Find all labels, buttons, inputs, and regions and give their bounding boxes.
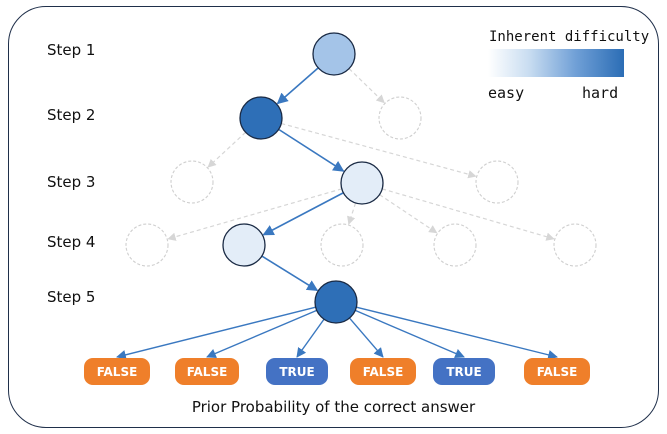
inactive-node-s3c <box>475 160 519 204</box>
inactive-edge-s1-s2b <box>348 68 385 104</box>
active-node-s1 <box>312 32 356 76</box>
inactive-node-s2b <box>378 96 422 140</box>
answer-edge-2 <box>206 309 318 359</box>
legend-hard-label: hard <box>582 84 619 102</box>
step-label-2: Step 2 <box>47 106 96 124</box>
answer-edge-6 <box>356 306 558 360</box>
active-node-s4b <box>222 223 266 267</box>
inactive-edge-s3b-s4e <box>381 188 555 241</box>
answer-badge-3: TRUE <box>266 358 328 385</box>
inactive-edge-s2a-s3a <box>207 131 247 168</box>
step-label-3: Step 3 <box>47 173 96 191</box>
answer-badge-4: FALSE <box>350 358 416 385</box>
inactive-node-s4e <box>553 223 597 267</box>
active-edge-s1-s2a <box>276 67 319 105</box>
active-node-s2a <box>239 96 283 140</box>
diagram-frame <box>8 6 659 428</box>
answer-badge-1: FALSE <box>84 358 150 385</box>
caption: Prior Probability of the correct answer <box>191 398 476 416</box>
difficulty-gradient-bar <box>488 49 624 77</box>
legend-easy-label: easy <box>488 84 525 102</box>
step-label-5: Step 5 <box>47 288 96 306</box>
answer-badge-5: TRUE <box>433 358 495 385</box>
inactive-edge-s3b-s4d <box>379 194 438 234</box>
inactive-node-s4c <box>320 223 364 267</box>
active-node-s3b <box>340 161 384 205</box>
answer-edge-3 <box>296 318 325 358</box>
active-edge-s4b-s5 <box>261 255 319 292</box>
answer-badge-2: FALSE <box>175 358 239 385</box>
active-edge-s2a-s3b <box>278 128 345 172</box>
answer-badge-6: FALSE <box>524 358 590 385</box>
inactive-node-s3a <box>170 160 214 204</box>
answer-edge-5 <box>354 309 465 359</box>
legend-title: Inherent difficulty <box>489 29 650 45</box>
inactive-node-s4d <box>433 223 477 267</box>
inactive-edge-s3b-s4c <box>347 202 357 225</box>
inactive-edge-s3b-s4a <box>167 188 342 241</box>
answer-edge-1 <box>116 306 316 360</box>
step-label-1: Step 1 <box>47 41 96 59</box>
step-label-4: Step 4 <box>47 233 96 251</box>
active-node-s5 <box>314 280 358 324</box>
inactive-edge-s2a-s3c <box>281 122 477 179</box>
active-edge-s3b-s4b <box>262 192 344 236</box>
answer-edge-4 <box>348 317 384 358</box>
inactive-node-s4a <box>125 223 169 267</box>
